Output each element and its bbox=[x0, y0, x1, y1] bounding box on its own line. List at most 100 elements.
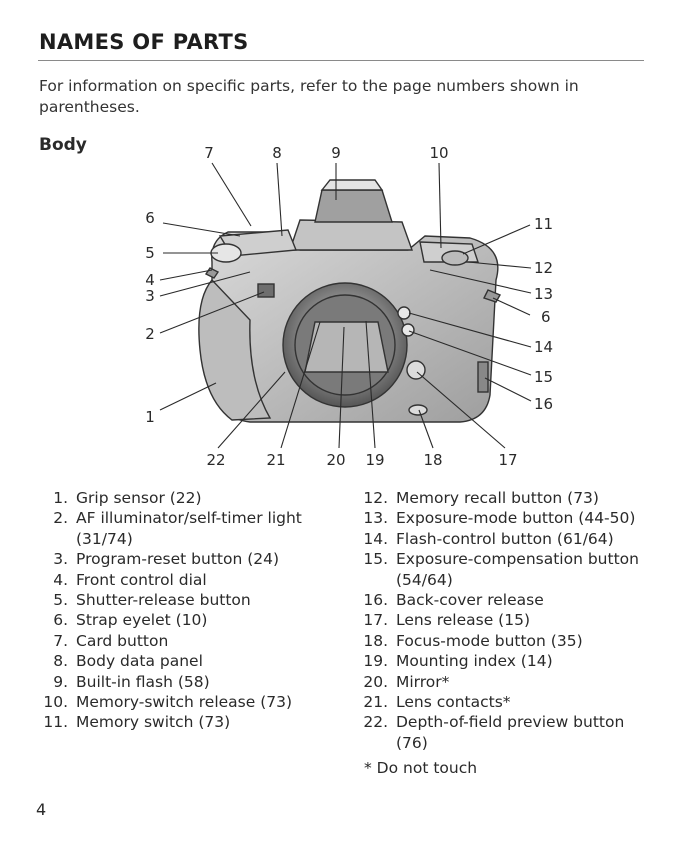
callout-4: 4 bbox=[145, 271, 155, 289]
list-item: 16. Back-cover release bbox=[358, 590, 658, 610]
item-number: 9. bbox=[53, 672, 68, 691]
callout-3: 3 bbox=[145, 287, 155, 305]
callout-2: 2 bbox=[145, 325, 155, 343]
item-number: 10. bbox=[43, 693, 68, 712]
list-item: 9. Built-in flash (58) bbox=[38, 672, 328, 692]
callout-9: 9 bbox=[331, 144, 341, 162]
callout-6-right: 6 bbox=[541, 308, 551, 326]
item-text: Front control dial bbox=[76, 570, 207, 589]
list-item: 5. Shutter-release button bbox=[38, 590, 328, 610]
heading-rule bbox=[38, 60, 644, 61]
item-number: 17. bbox=[363, 611, 388, 630]
callout-12: 12 bbox=[534, 259, 553, 277]
callout-13: 13 bbox=[534, 285, 553, 303]
item-text: Memory switch (73) bbox=[76, 713, 231, 732]
list-item: 20. Mirror* bbox=[358, 672, 658, 692]
item-number: 21. bbox=[363, 693, 388, 712]
item-number: 16. bbox=[363, 591, 388, 610]
page-number: 4 bbox=[36, 800, 47, 819]
callout-22: 22 bbox=[206, 451, 225, 469]
item-number: 18. bbox=[363, 631, 388, 650]
list-item: 19. Mounting index (14) bbox=[358, 651, 658, 671]
item-number: 6. bbox=[53, 611, 68, 630]
item-text: Mounting index (14) bbox=[396, 652, 553, 671]
callout-10: 10 bbox=[429, 144, 448, 162]
callout-7: 7 bbox=[204, 144, 214, 162]
section-title: Body bbox=[39, 135, 87, 155]
item-text: Back-cover release bbox=[396, 591, 544, 610]
item-number: 14. bbox=[363, 529, 388, 548]
item-text: Lens contacts* bbox=[396, 693, 511, 712]
callout-1: 1 bbox=[145, 408, 155, 426]
item-text: Memory recall button (73) bbox=[396, 489, 599, 507]
item-text: Mirror* bbox=[396, 672, 450, 691]
item-text: Built-in flash (58) bbox=[76, 672, 210, 691]
camera-diagram: 7 8 9 10 6 5 4 3 2 1 11 12 13 6 14 15 16… bbox=[145, 144, 553, 469]
list-item: 6. Strap eyelet (10) bbox=[38, 610, 328, 630]
item-number: 11. bbox=[43, 713, 68, 732]
item-text: Program-reset button (24) bbox=[76, 550, 280, 569]
item-number: 13. bbox=[363, 509, 388, 528]
item-text: Grip sensor (22) bbox=[76, 489, 202, 507]
footnote: * Do not touch bbox=[364, 759, 478, 777]
callout-19: 19 bbox=[365, 451, 384, 469]
callout-11: 11 bbox=[534, 215, 553, 233]
item-number: 8. bbox=[53, 652, 68, 671]
callout-numbers: 7 8 9 10 6 5 4 3 2 1 11 12 13 6 14 15 16… bbox=[145, 144, 553, 469]
callout-16: 16 bbox=[534, 395, 553, 413]
item-text: Body data panel bbox=[76, 652, 203, 671]
list-item: 10. Memory-switch release (73) bbox=[38, 692, 328, 712]
item-text: Exposure-compensation button (54/64) bbox=[396, 550, 639, 589]
item-text: Card button bbox=[76, 631, 169, 650]
item-number: 12. bbox=[363, 489, 388, 507]
item-text: Shutter-release button bbox=[76, 591, 251, 610]
list-item: 4. Front control dial bbox=[38, 570, 328, 590]
intro-text: For information on specific parts, refer… bbox=[39, 77, 579, 116]
list-item: 12. Memory recall button (73) bbox=[358, 488, 658, 508]
leader-lines bbox=[159, 162, 532, 449]
item-number: 3. bbox=[53, 550, 68, 569]
list-item: 17. Lens release (15) bbox=[358, 610, 658, 630]
item-text: Focus-mode button (35) bbox=[396, 631, 583, 650]
item-text: Lens release (15) bbox=[396, 611, 530, 630]
callout-14: 14 bbox=[534, 338, 553, 356]
item-number: 5. bbox=[53, 591, 68, 610]
list-item: 15. Exposure-compensation button (54/64) bbox=[358, 549, 658, 590]
list-item: 7. Card button bbox=[38, 631, 328, 651]
item-text: Depth-of-field preview button (76) bbox=[396, 713, 625, 752]
item-number: 22. bbox=[363, 713, 388, 732]
list-item: 14. Flash-control button (61/64) bbox=[358, 529, 658, 549]
callout-18: 18 bbox=[423, 451, 442, 469]
list-item: 8. Body data panel bbox=[38, 651, 328, 671]
item-text: Flash-control button (61/64) bbox=[396, 529, 614, 548]
item-text: AF illuminator/self-timer light (31/74) bbox=[76, 509, 302, 548]
parts-list-left: 1. Grip sensor (22) 2. AF illuminator/self… bbox=[38, 488, 328, 733]
item-number: 19. bbox=[363, 652, 388, 671]
parts-list-right: 12. Memory recall button (73) 13. Exposure… bbox=[358, 488, 658, 753]
item-text: Memory-switch release (73) bbox=[76, 693, 293, 712]
callout-5: 5 bbox=[145, 244, 155, 262]
list-item: 3. Program-reset button (24) bbox=[38, 549, 328, 569]
list-item: 13. Exposure-mode button (44-50) bbox=[358, 508, 658, 528]
list-item: 18. Focus-mode button (35) bbox=[358, 631, 658, 651]
callout-17: 17 bbox=[498, 451, 517, 469]
list-item: 2. AF illuminator/self-timer light (31/74… bbox=[38, 508, 328, 549]
item-number: 7. bbox=[53, 631, 68, 650]
callout-21: 21 bbox=[266, 451, 285, 469]
item-number: 20. bbox=[363, 672, 388, 691]
item-number: 4. bbox=[53, 570, 68, 589]
callout-6-left: 6 bbox=[145, 209, 155, 227]
callout-8: 8 bbox=[272, 144, 282, 162]
list-item: 22. Depth-of-field preview button (76) bbox=[358, 712, 658, 753]
page-heading: NAMES OF PARTS bbox=[39, 30, 249, 54]
list-item: 21. Lens contacts* bbox=[358, 692, 658, 712]
item-number: 2. bbox=[53, 509, 68, 528]
item-text: Strap eyelet (10) bbox=[76, 611, 208, 630]
list-item: 11. Memory switch (73) bbox=[38, 712, 328, 732]
item-text: Exposure-mode button (44-50) bbox=[396, 509, 636, 528]
item-number: 15. bbox=[363, 550, 388, 569]
item-number: 1. bbox=[53, 489, 68, 507]
list-item: 1. Grip sensor (22) bbox=[38, 488, 328, 508]
camera-illustration bbox=[198, 179, 502, 423]
callout-20: 20 bbox=[326, 451, 345, 469]
